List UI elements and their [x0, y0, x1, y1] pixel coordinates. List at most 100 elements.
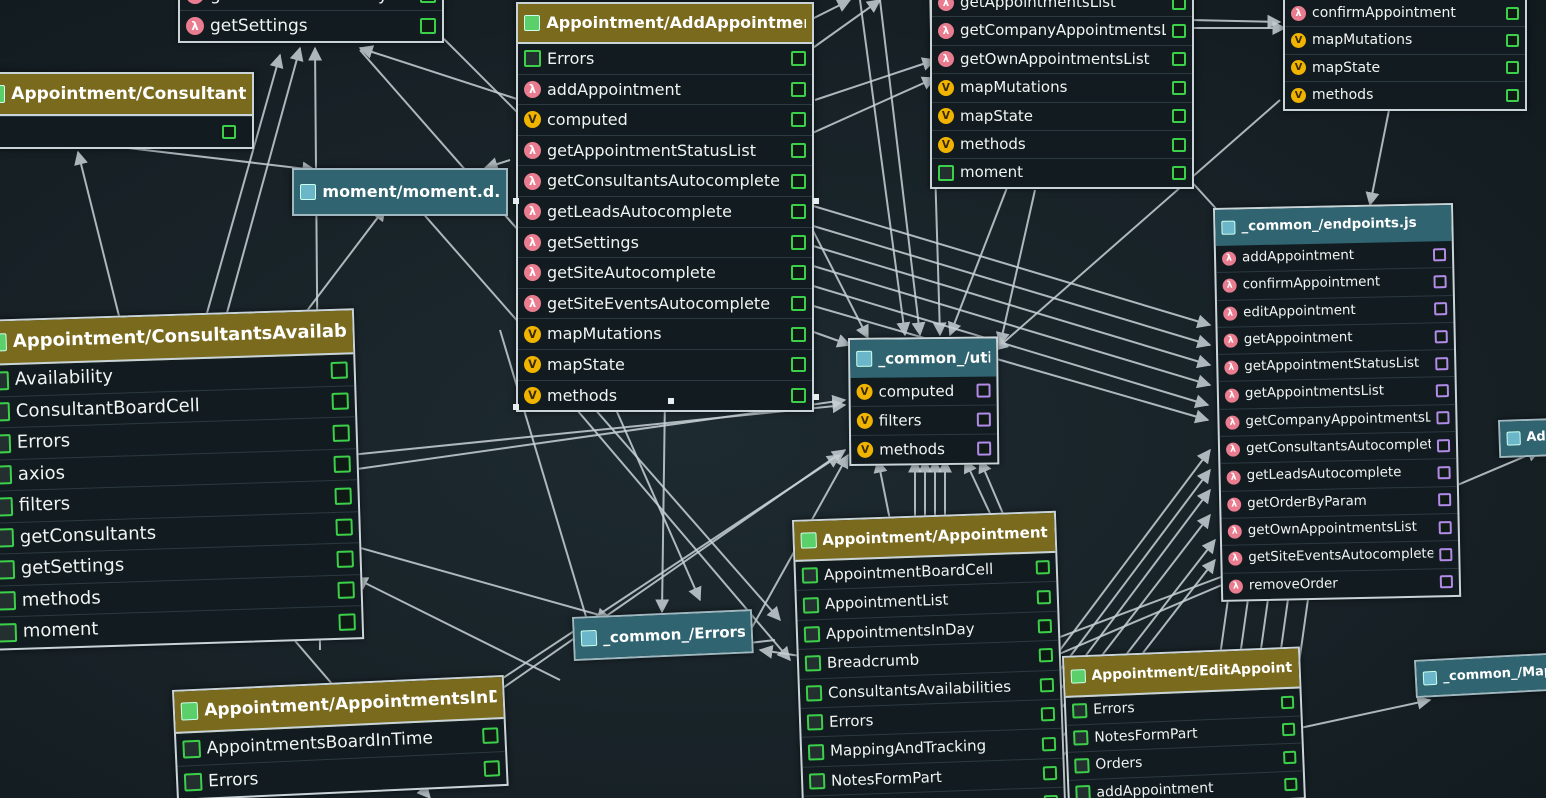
import-port-icon[interactable] — [483, 760, 501, 777]
import-port-icon[interactable] — [335, 518, 353, 537]
node-header[interactable]: _common_/MappingA — [1416, 654, 1546, 696]
import-port-icon[interactable] — [1280, 695, 1295, 709]
node-header[interactable]: _common_/util.js — [850, 338, 997, 378]
import-port-icon[interactable] — [791, 112, 806, 128]
import-port-icon[interactable] — [1042, 765, 1058, 781]
export-port-icon[interactable] — [976, 412, 991, 427]
selection-handle[interactable] — [813, 198, 819, 204]
member-row[interactable]: λgetConsultantsInDay — [180, 0, 442, 10]
import-port-icon[interactable] — [791, 51, 806, 67]
export-port-icon[interactable] — [1438, 520, 1452, 534]
import-port-icon[interactable] — [791, 326, 806, 342]
import-port-icon[interactable] — [1172, 80, 1186, 95]
import-port-icon[interactable] — [1172, 137, 1186, 152]
admin-node[interactable]: Admin — [1498, 417, 1546, 458]
import-port-icon[interactable] — [1037, 618, 1053, 634]
errors-node[interactable]: _common_/Errors.js — [572, 609, 754, 661]
settings-node[interactable]: λgetConsultantsInDayλgetSettings — [178, 0, 444, 43]
import-port-icon[interactable] — [1172, 0, 1186, 10]
import-port-icon[interactable] — [1041, 736, 1057, 751]
import-port-icon[interactable] — [1284, 777, 1298, 792]
import-port-icon[interactable] — [334, 487, 352, 505]
import-port-icon[interactable] — [420, 0, 436, 3]
import-port-icon[interactable] — [791, 357, 806, 373]
import-port-icon[interactable] — [1506, 6, 1519, 20]
mapping-node[interactable]: _common_/MappingA — [1414, 651, 1546, 698]
import-port-icon[interactable] — [791, 234, 806, 250]
export-port-icon[interactable] — [977, 441, 992, 456]
selection-handle[interactable] — [513, 404, 519, 410]
import-port-icon[interactable] — [1172, 166, 1186, 181]
import-port-icon[interactable] — [1040, 707, 1056, 722]
import-port-icon[interactable] — [222, 125, 236, 139]
import-port-icon[interactable] — [791, 387, 806, 403]
export-port-icon[interactable] — [1436, 411, 1450, 425]
node-header[interactable]: moment/moment.d.ts — [294, 170, 506, 214]
export-port-icon[interactable] — [1437, 466, 1451, 480]
import-port-icon[interactable] — [791, 204, 806, 220]
import-port-icon[interactable] — [331, 392, 349, 411]
consultant-cell-node[interactable]: Appointment/ConsultantBoardCell.vue — [0, 72, 254, 149]
import-port-icon[interactable] — [332, 424, 350, 442]
import-port-icon[interactable] — [1172, 52, 1186, 67]
node-header[interactable]: Appointment/AddAppointment.vue — [518, 4, 812, 44]
member-row[interactable]: Errors — [518, 44, 812, 74]
export-port-icon[interactable] — [1434, 329, 1448, 343]
import-port-icon[interactable] — [1038, 648, 1054, 663]
import-port-icon[interactable] — [1039, 677, 1055, 693]
import-port-icon[interactable] — [333, 455, 351, 474]
selection-handle[interactable] — [813, 394, 819, 400]
import-port-icon[interactable] — [1506, 34, 1519, 48]
add-appointment-node[interactable]: Appointment/AddAppointment.vueErrorsλadd… — [516, 2, 814, 413]
import-port-icon[interactable] — [336, 550, 354, 568]
moment-node[interactable]: moment/moment.d.ts — [292, 168, 508, 216]
node-header[interactable]: Admin — [1500, 419, 1546, 456]
import-port-icon[interactable] — [791, 143, 806, 159]
export-port-icon[interactable] — [1435, 384, 1450, 398]
export-port-icon[interactable] — [1435, 356, 1449, 371]
import-port-icon[interactable] — [338, 613, 356, 631]
import-port-icon[interactable] — [337, 581, 355, 600]
export-port-icon[interactable] — [1438, 493, 1452, 507]
import-port-icon[interactable] — [1035, 560, 1051, 575]
export-port-icon[interactable] — [976, 383, 991, 398]
export-port-icon[interactable] — [1432, 247, 1447, 262]
import-port-icon[interactable] — [1172, 24, 1186, 39]
